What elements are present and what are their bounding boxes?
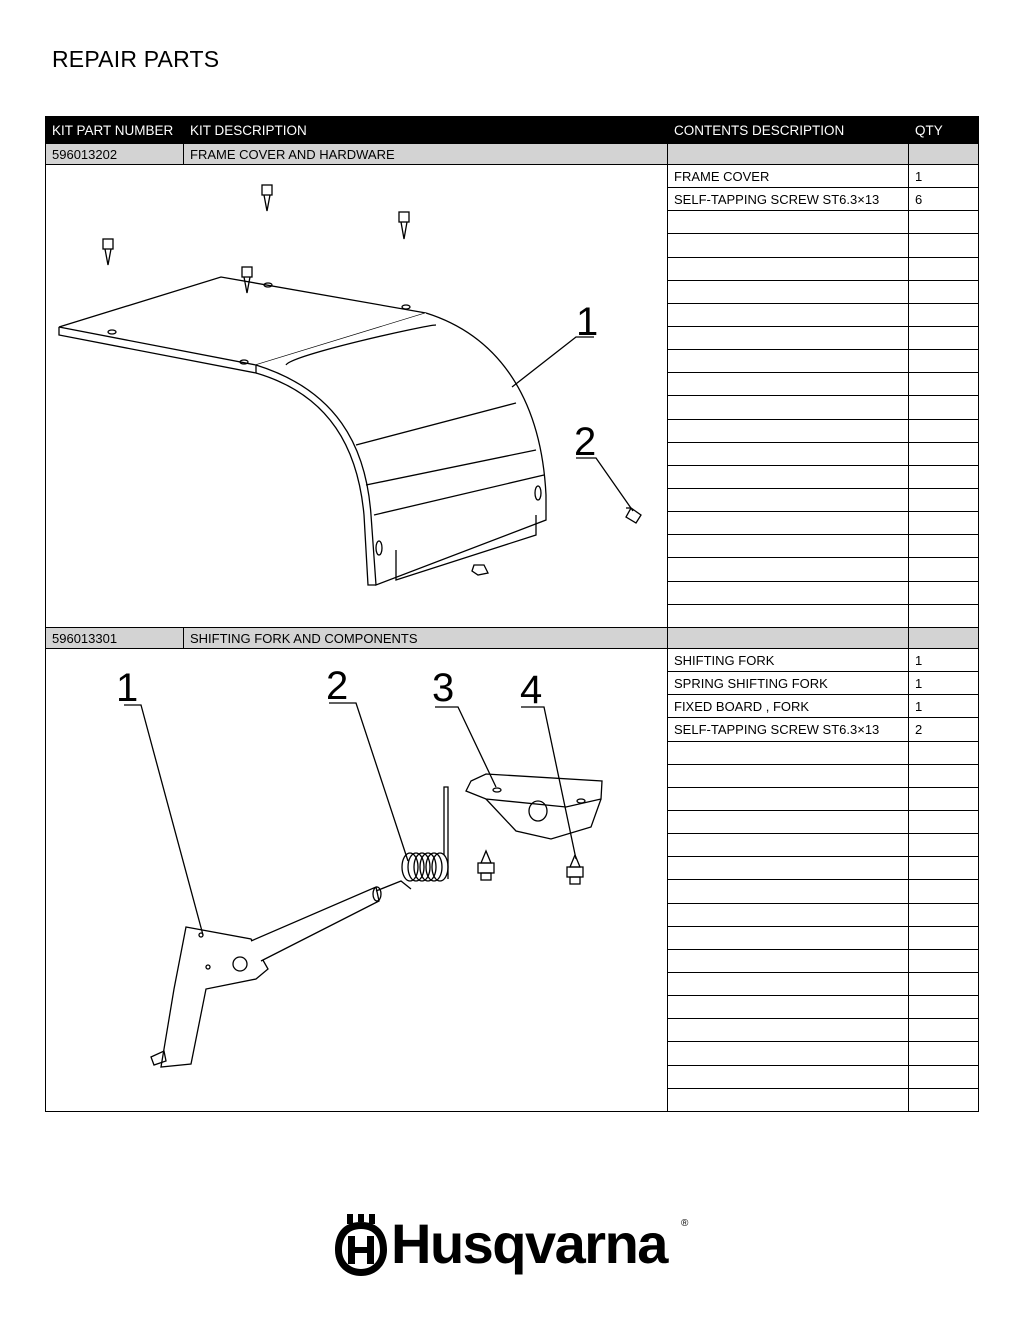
screw-icon [625,507,642,524]
empty-row [46,210,979,235]
kit-part-number: 596013301 [45,627,184,649]
content-qty: 1 [908,647,979,673]
kit-row: 596013202 FRAME COVER AND HARDWARE [45,143,979,165]
spring-coil [401,852,449,882]
screw-icon [261,184,273,212]
empty-row [46,418,979,443]
kit-row: 596013301 SHIFTING FORK AND COMPONENTS [45,627,979,649]
content-description: SELF-TAPPING SCREW ST6.3×13 [667,717,909,742]
brand-name: Husqvarna [391,1212,668,1275]
content-row: SELF-TAPPING SCREW ST6.3×13 2 [46,717,979,742]
shifting-fork-exploded-view: 1 2 3 4 [116,664,603,1068]
callout-4: 4 [520,668,542,712]
content-description: SHIFTING FORK [667,647,909,673]
header-kit-part-number: KIT PART NUMBER [45,116,184,144]
empty-row [46,603,979,629]
empty-row [46,302,979,327]
content-description: SPRING SHIFTING FORK [667,671,909,696]
page-title: REPAIR PARTS [52,46,220,72]
empty-row [46,511,979,536]
content-qty: 6 [908,187,979,212]
screw-icon [477,849,495,881]
callout-2: 2 [574,420,596,464]
husqvarna-crown-logo-icon [335,1214,387,1276]
shifting-fork-diagram: 1 2 3 4 [45,648,668,1112]
husqvarna-logo: Husqvarna ® [333,1210,693,1282]
screw-icon [102,238,114,266]
callout-2: 2 [326,664,348,708]
content-qty: 1 [908,694,979,719]
empty-row [46,325,979,351]
kit-description: SHIFTING FORK AND COMPONENTS [183,627,668,649]
callout-3: 3 [432,666,454,710]
header-qty: QTY [908,116,979,144]
header-contents-description: CONTENTS DESCRIPTION [667,116,909,144]
content-row: 1 2 FRAME COVER 1 [45,163,979,628]
content-qty: 1 [908,163,979,189]
content-qty: 2 [908,717,979,742]
frame-cover-diagram: 1 2 [45,164,668,628]
empty-row [46,925,979,950]
empty-row [46,809,979,835]
empty-row [46,487,979,513]
empty-row [46,557,979,582]
content-description: FRAME COVER [667,163,909,189]
content-description: FIXED BOARD , FORK [667,694,909,719]
empty-row [46,971,979,997]
callout-1: 1 [576,300,598,344]
table-header-row: KIT PART NUMBER KIT DESCRIPTION CONTENTS… [45,116,979,144]
empty-row [46,995,979,1020]
empty-row [46,395,979,420]
empty-row [46,740,979,765]
frame-cover-exploded-view: 1 2 [58,184,642,586]
empty-row [46,833,979,858]
content-description: SELF-TAPPING SCREW ST6.3×13 [667,187,909,212]
empty-row [46,1087,979,1113]
empty-row [46,534,979,559]
screw-icon [241,266,253,294]
empty-row [46,902,979,927]
header-kit-description: KIT DESCRIPTION [183,116,668,144]
screw-icon [398,211,410,240]
repair-parts-table: KIT PART NUMBER KIT DESCRIPTION CONTENTS… [45,116,979,1113]
screw-icon [566,853,584,885]
empty-row [46,580,979,605]
empty-row [46,349,979,374]
kit-part-number: 596013202 [45,143,184,165]
kit-description: FRAME COVER AND HARDWARE [183,143,668,165]
registered-mark: ® [681,1218,689,1229]
callout-1: 1 [116,666,138,710]
screw-icon [471,564,489,576]
content-row: 1 2 3 4 SHIFTING FORK 1 [45,647,979,1112]
content-qty: 1 [908,671,979,696]
empty-row [46,1064,979,1089]
empty-row [46,1018,979,1043]
empty-row [46,441,979,466]
